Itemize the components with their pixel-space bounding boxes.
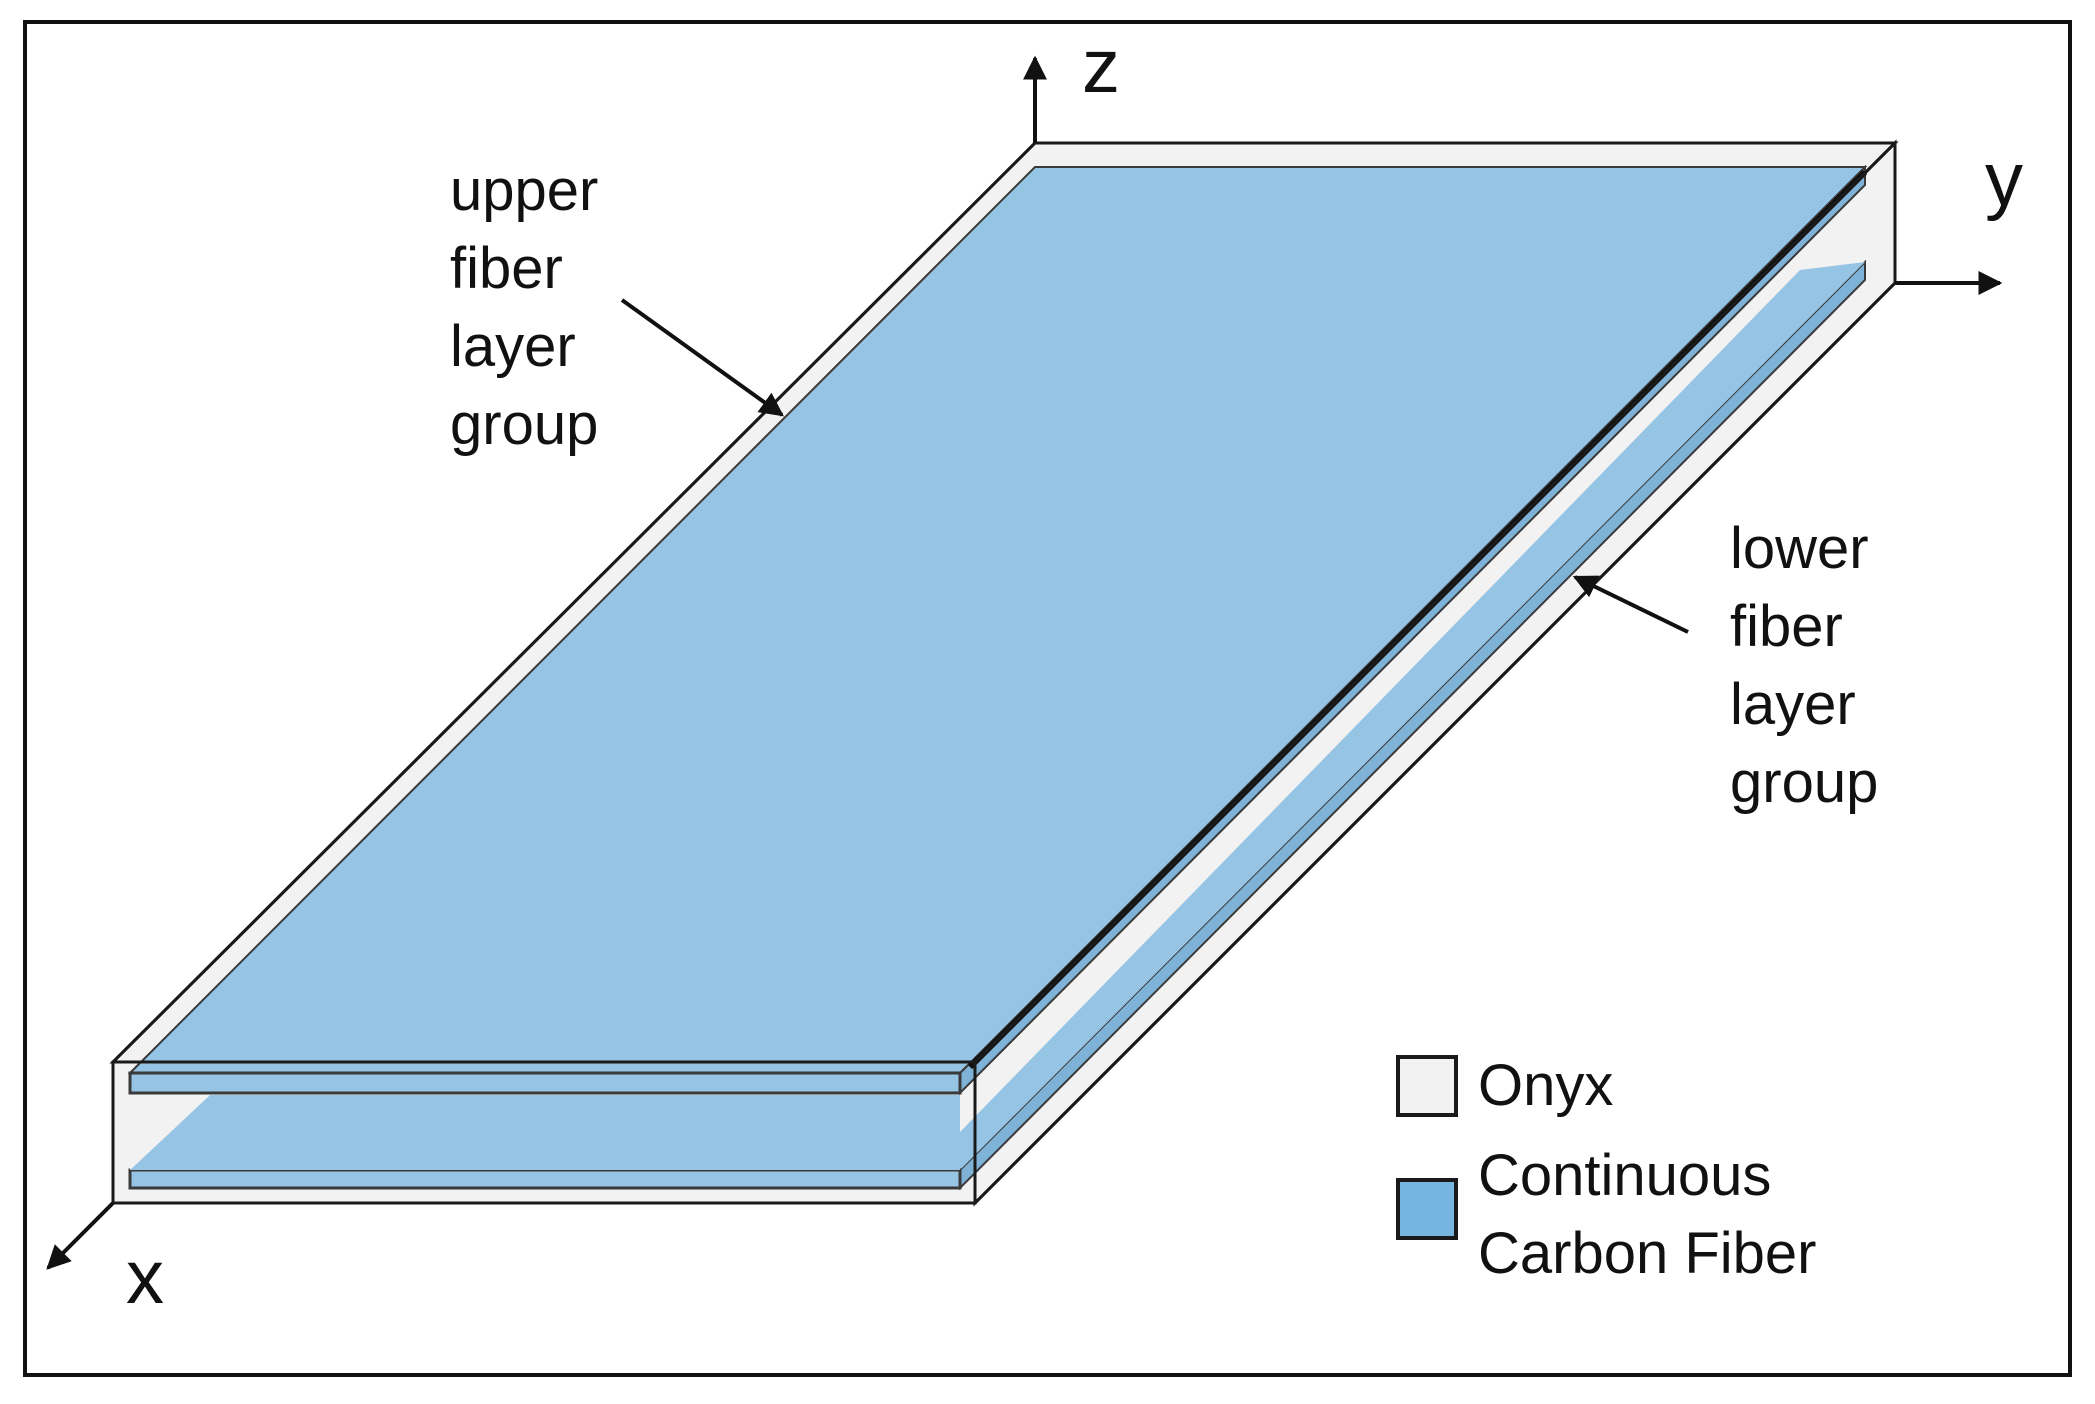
y-axis-label: y (1985, 137, 2023, 222)
lower-fiber-front (128, 1168, 962, 1190)
legend-swatch-fiber (1396, 1178, 1458, 1240)
figure-frame (23, 20, 2072, 1377)
z-axis-label: z (1082, 24, 1120, 109)
legend-label-fiber-line: Carbon Fiber (1478, 1221, 1816, 1286)
upper-fiber-front (128, 1071, 962, 1095)
x-axis-arrow (46, 1201, 115, 1270)
upper-annotation-line: upper (450, 158, 598, 223)
lower-annotation-line: layer (1730, 672, 1856, 737)
legend: Onyx Continuous Carbon Fiber (1396, 1053, 1816, 1286)
legend-label-fiber-line: Continuous (1478, 1143, 1771, 1208)
upper-annotation-line: fiber (450, 236, 563, 301)
lower-annotation-arrow (1572, 575, 1689, 634)
legend-label-onyx: Onyx (1478, 1053, 1613, 1118)
lower-fiber-visible-band (130, 1095, 960, 1170)
axes: z y x (46, 24, 2023, 1320)
upper-annotation-arrow (620, 298, 784, 417)
lower-annotation-line: group (1730, 750, 1878, 815)
lower-annotation: lower fiber layer group (1572, 516, 1878, 815)
lower-fiber-layer (128, 259, 1866, 1191)
upper-fiber-top (127, 166, 1868, 1074)
upper-annotation: upper fiber layer group (450, 158, 784, 457)
upper-fiber-layer (127, 164, 1868, 1096)
upper-annotation-line: layer (450, 314, 576, 379)
upper-annotation-line: group (450, 392, 598, 457)
lower-annotation-line: lower (1730, 516, 1869, 581)
lower-annotation-line: fiber (1730, 594, 1843, 659)
legend-swatch-onyx (1396, 1055, 1458, 1117)
x-axis-label: x (126, 1235, 164, 1320)
onyx-gap-wedge (130, 1095, 210, 1170)
